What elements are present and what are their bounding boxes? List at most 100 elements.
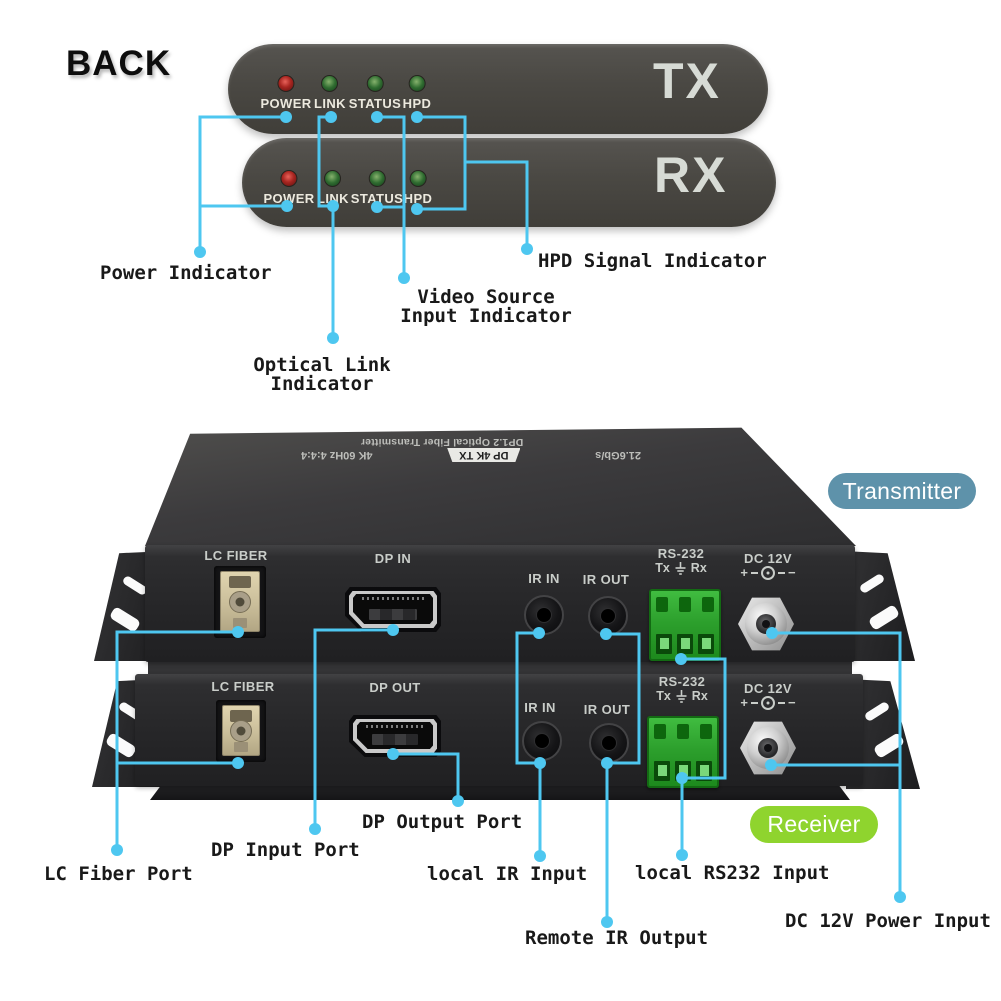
dp-rim [349,591,437,628]
ir-in-label: IR IN [528,571,560,586]
dp-pins [362,597,424,600]
power-led-label: POWER [260,96,312,111]
tx-power-led-group: POWER [260,75,311,111]
callout-local-ir [515,631,542,856]
dp-output-port-label: DP Output Port [362,811,523,833]
plus-sign: + [740,565,748,580]
rx-hpd-led-group: HPD [404,170,433,206]
status-led-label: STATUS [350,191,404,206]
status-led-label: STATUS [348,96,402,111]
callout-power-indicator [198,115,287,252]
rs232-label: RS-232 [658,674,706,689]
rs232-rx-label: Rx [691,689,708,703]
page-title: BACK [66,44,172,83]
lc-fiber-port-label: LC Fiber Port [44,863,193,885]
tx-panel-id: TX [653,53,721,109]
rs232-label: RS-232 [657,546,705,561]
local-ir-input-label: local IR Input [427,863,588,885]
rs232-holes [656,634,714,654]
center-positive-icon [761,565,775,580]
lc-fiber-port[interactable] [216,700,266,762]
callout-lc-fiber [115,630,238,850]
minus-sign: − [788,565,796,580]
local-rs232-input-label: local RS232 Input [635,862,830,884]
rs232-screws [651,591,719,612]
callout-dots [111,111,906,928]
dc-power-jack[interactable] [738,596,794,652]
dp-tongue [372,734,418,745]
ir-in-label: IR IN [524,700,556,715]
rs232-tx-label: Tx [655,561,670,575]
callout-rs232 [680,657,727,855]
rx-top-face [148,660,852,676]
plus-sign: + [740,695,748,710]
video-source-indicator-label: Video Source Input Indicator [400,286,572,327]
power-led-label: POWER [263,191,315,206]
link-led-label: LINK [317,191,349,206]
dc-12v-label: DC 12V [744,551,792,566]
rx-bottom-flange [150,786,850,800]
rx-power-led-group: POWER [263,170,314,206]
lc-connector [220,571,260,632]
lc-tab [233,618,247,628]
tx-status-led-group: STATUS [349,75,401,111]
lc-fiber-label: LC FIBER [211,679,275,694]
center-positive-icon [761,695,775,710]
dc-12v-power-input-label: DC 12V Power Input [785,910,991,932]
dp-input-port-label: DP Input Port [211,839,360,861]
rs232-terminal-block[interactable] [647,716,719,788]
lc-fiber-port[interactable] [214,566,266,638]
dp-tongue [369,609,417,620]
rs232-rx-label: Rx [690,561,707,575]
callout-hpd-signal [417,115,529,249]
ir-out-label: IR OUT [582,572,630,587]
rs232-tx-label: Tx [656,689,671,703]
dc-hole [758,738,778,758]
rx-status-led-group: STATUS [351,170,403,206]
minus-sign: − [788,695,796,710]
ground-icon [675,561,686,575]
rs232-terminal-block[interactable] [649,589,721,661]
callout-remote-ir [605,632,641,922]
lc-fiber-label: LC FIBER [204,548,268,563]
dp-out-label: DP OUT [369,680,421,695]
ir-in-jack[interactable] [522,721,562,761]
dp-in-label: DP IN [374,551,412,566]
dc-polarity: + − [739,695,797,710]
hpd-led-label: HPD [402,96,432,111]
dc-polarity: + − [739,565,797,580]
lc-slot [229,576,251,588]
optical-link-indicator-label: Optical Link Indicator [253,354,391,395]
tx-top-face [145,427,856,546]
hpd-signal-indicator-label: HPD Signal Indicator [538,250,767,272]
callout-dp-input [313,628,393,829]
callout-dc-power [771,631,902,897]
rs232-screws [649,718,717,739]
hpd-led [409,170,427,187]
link-led-label: LINK [314,96,346,111]
rx-back-panel: POWER LINK STATUS HPD RX [242,138,776,227]
rx-link-led-group: LINK [317,170,349,206]
link-led [321,75,339,92]
hpd-led-label: HPD [403,191,433,206]
tx-link-led-group: LINK [314,75,346,111]
ground-icon [676,689,687,703]
ir-out-label: IR OUT [583,702,631,717]
dp-pins [366,725,424,728]
rs232-pinout: Tx Rx [651,561,711,575]
power-led [277,75,295,92]
transmitter-front-panel: LC FIBER DP IN IR IN IR OUT RS-232 Tx [145,545,855,662]
dc-12v-label: DC 12V [744,681,792,696]
lc-ferrule [229,590,251,613]
hpd-led [408,75,426,92]
dp-in-port[interactable] [345,587,441,632]
rs232-holes [654,761,712,781]
status-led [368,170,386,187]
remote-ir-output-label: Remote IR Output [525,927,709,949]
callout-dp-output [393,752,460,801]
rs232-pinout: Tx Rx [652,689,712,703]
callout-optical-link [317,115,335,338]
power-indicator-label: Power Indicator [100,262,272,284]
